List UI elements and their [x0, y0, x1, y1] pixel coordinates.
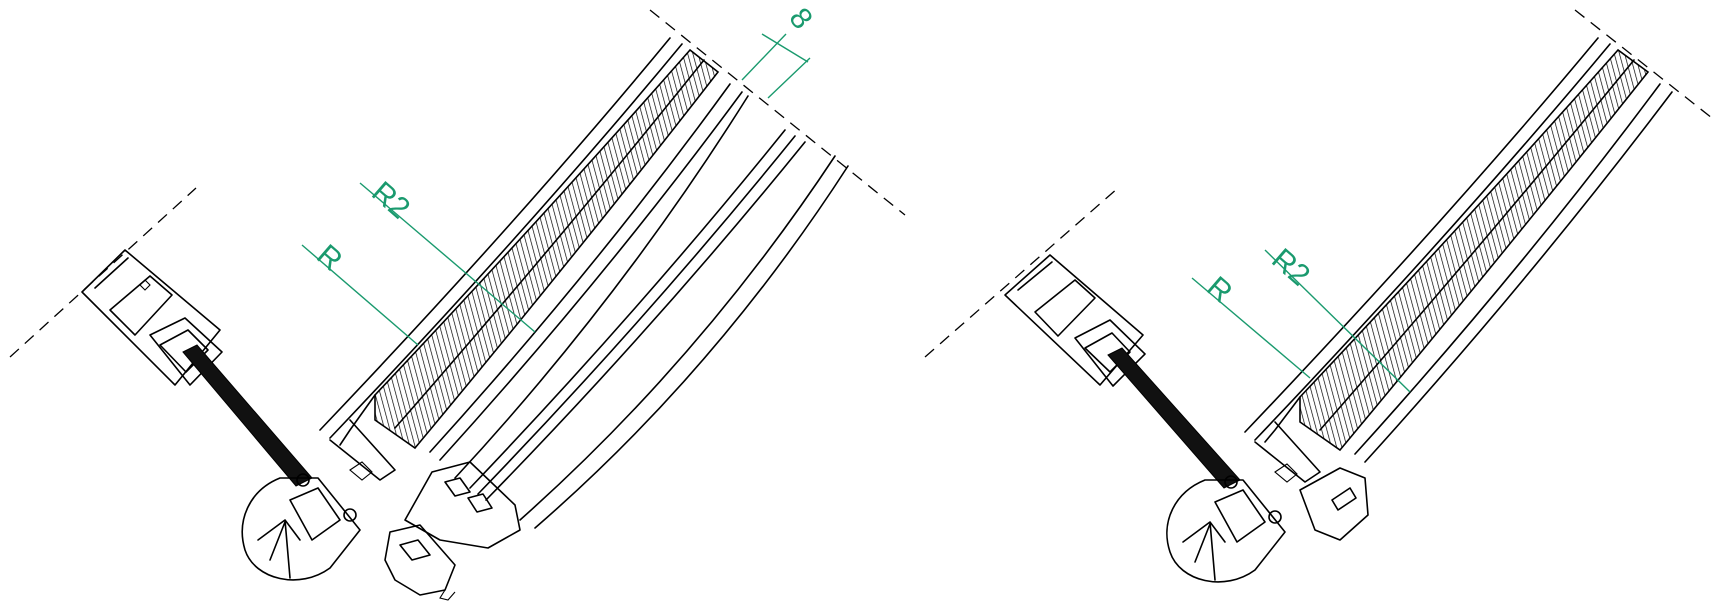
- right-view: R R2: [924, 9, 1713, 583]
- right-wall-profile: [1004, 254, 1146, 387]
- left-view: R R2 8: [9, 2, 906, 601]
- right-strut-pin: [1224, 475, 1238, 489]
- right-section-line-upper: [1574, 9, 1713, 119]
- right-side-bracket: [1299, 467, 1369, 541]
- left-offset-panel: [454, 95, 849, 529]
- left-curved-panel: [319, 37, 743, 481]
- right-section-line-lower: [924, 187, 1119, 358]
- left-support-strut: [182, 344, 313, 487]
- left-wall-profile: [81, 249, 223, 386]
- right-curved-panel: [1244, 37, 1673, 483]
- left-dimension-gap: 8: [741, 2, 819, 99]
- right-foot: [1166, 479, 1286, 583]
- left-label-R2: R2: [365, 175, 416, 225]
- left-clip-profile: [384, 461, 521, 601]
- right-label-R: R: [1200, 270, 1238, 309]
- left-foot: [241, 477, 361, 581]
- left-panel-hatched-core: [374, 48, 720, 450]
- left-strut-pin: [296, 473, 310, 487]
- right-panel-hatched-core: [1299, 48, 1650, 452]
- right-label-R2: R2: [1265, 242, 1316, 292]
- left-section-line-upper: [649, 9, 906, 216]
- left-label-R: R: [310, 238, 348, 277]
- left-label-gap: 8: [782, 2, 818, 35]
- left-dimension-R: R: [301, 238, 419, 346]
- right-support-strut: [1107, 347, 1241, 489]
